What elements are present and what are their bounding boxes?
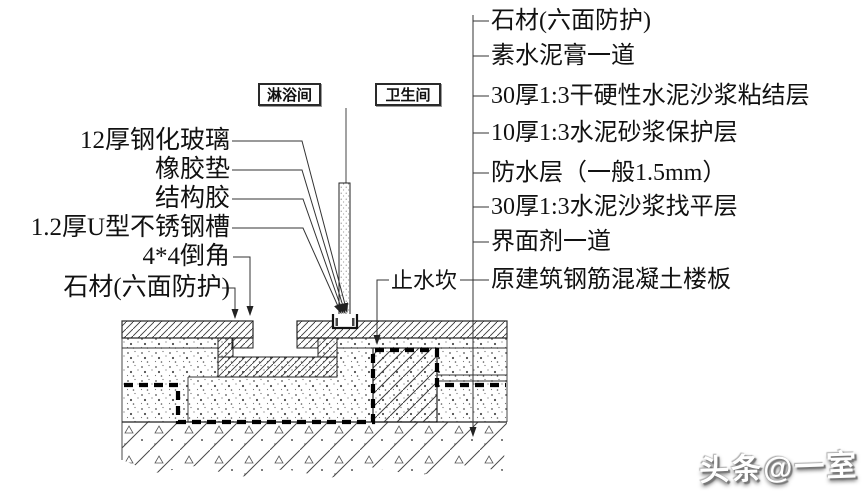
stone-foot-left (231, 337, 254, 349)
label-chamfer: 4*4倒角 (142, 243, 230, 270)
waterproof-membrane-line (124, 347, 506, 425)
leader-rubber-pad (232, 169, 346, 314)
room-label-shower: 淋浴间 (258, 83, 321, 106)
label-concrete-slab: 原建筑钢筋混凝土楼板 (491, 267, 731, 293)
room-label-toilet-text: 卫生间 (385, 88, 431, 104)
room-label-toilet: 卫生间 (375, 83, 441, 106)
rubber-pad-right (352, 318, 355, 326)
leader-stone-left (222, 287, 239, 319)
water-stop-curb-block (372, 347, 438, 423)
u-channel (331, 314, 359, 330)
label-tempered-glass: 12厚钢化玻璃 (79, 127, 230, 154)
stone-slab-right (296, 320, 508, 339)
label-structural-adhesive: 结构胶 (154, 185, 230, 212)
label-protection-layer: 10厚1:3水泥砂浆保护层 (491, 120, 738, 146)
leader-chamfer (233, 256, 254, 316)
drain-slot (253, 321, 297, 339)
rubber-pad-left (335, 318, 338, 326)
drain-channel-lining (217, 337, 338, 378)
leader-lines (222, 15, 489, 437)
stone-slab-left (121, 320, 254, 339)
label-interface-agent: 界面剂一道 (491, 229, 611, 255)
label-stone-left: 石材(六面防护) (63, 274, 230, 301)
label-stone-right: 石材(六面防护) (491, 8, 651, 34)
label-bonding-layer: 30厚1:3干硬性水泥沙浆粘结层 (491, 83, 810, 109)
label-u-channel: 1.2厚U型不锈钢槽 (30, 214, 230, 241)
label-leveling-layer: 30厚1:3水泥沙浆找平层 (491, 194, 738, 220)
leader-water-stop-curb (373, 279, 389, 345)
watermark-text: 头条@一室 (698, 449, 859, 488)
concrete-slab (122, 422, 507, 478)
stone-foot-right (296, 337, 319, 349)
label-cement-paste: 素水泥膏一道 (491, 43, 635, 69)
leader-u-channel (232, 227, 342, 314)
leader-tempered-glass (232, 140, 349, 313)
label-rubber-pad: 橡胶垫 (154, 156, 230, 183)
leader-structural-adhesive (232, 198, 344, 314)
label-waterproof-layer: 防水层（一般1.5mm） (491, 160, 727, 186)
layer-divider-lines (121, 321, 508, 460)
label-water-stop-curb: 止水坎 (391, 268, 458, 293)
room-label-shower-text: 淋浴间 (266, 88, 312, 104)
